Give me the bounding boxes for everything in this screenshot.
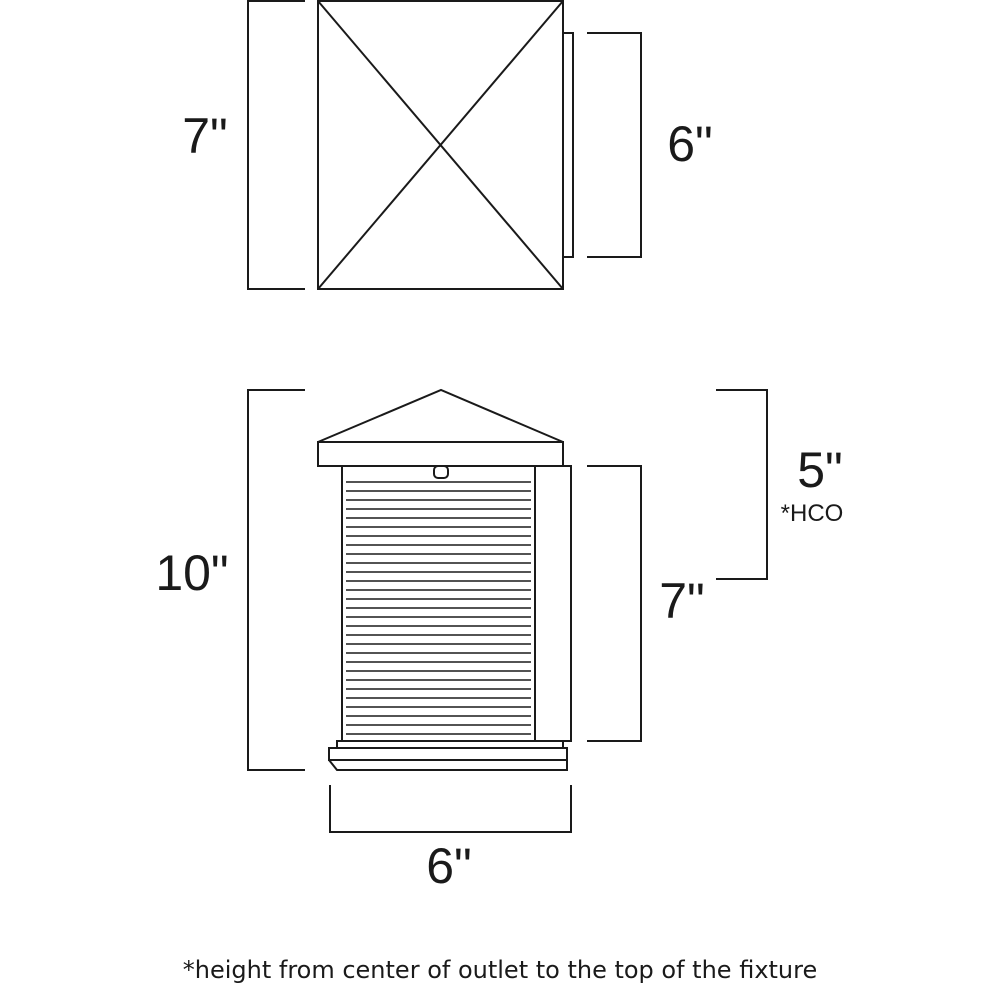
front-view-outline <box>317 388 572 771</box>
front-total-height-bracket <box>247 389 305 771</box>
top-depth-label: 6" <box>667 116 713 172</box>
top-height-bracket <box>247 0 305 290</box>
front-width-label: 6" <box>426 838 472 894</box>
footnote-text: *height from center of outlet to the top… <box>182 956 818 984</box>
front-hco-label: 5" <box>797 442 843 498</box>
front-backplate-bracket <box>587 465 642 742</box>
front-hco-bracket <box>716 389 768 580</box>
top-height-label: 7" <box>182 108 228 164</box>
top-depth-bracket <box>587 32 642 258</box>
lens-slats <box>346 481 531 735</box>
front-total-height-label: 10" <box>155 545 228 601</box>
front-backplate-height-label: 7" <box>659 573 705 629</box>
front-hco-note: *HCO <box>781 500 844 527</box>
top-view-outline <box>317 0 574 290</box>
front-width-bracket <box>329 785 572 833</box>
